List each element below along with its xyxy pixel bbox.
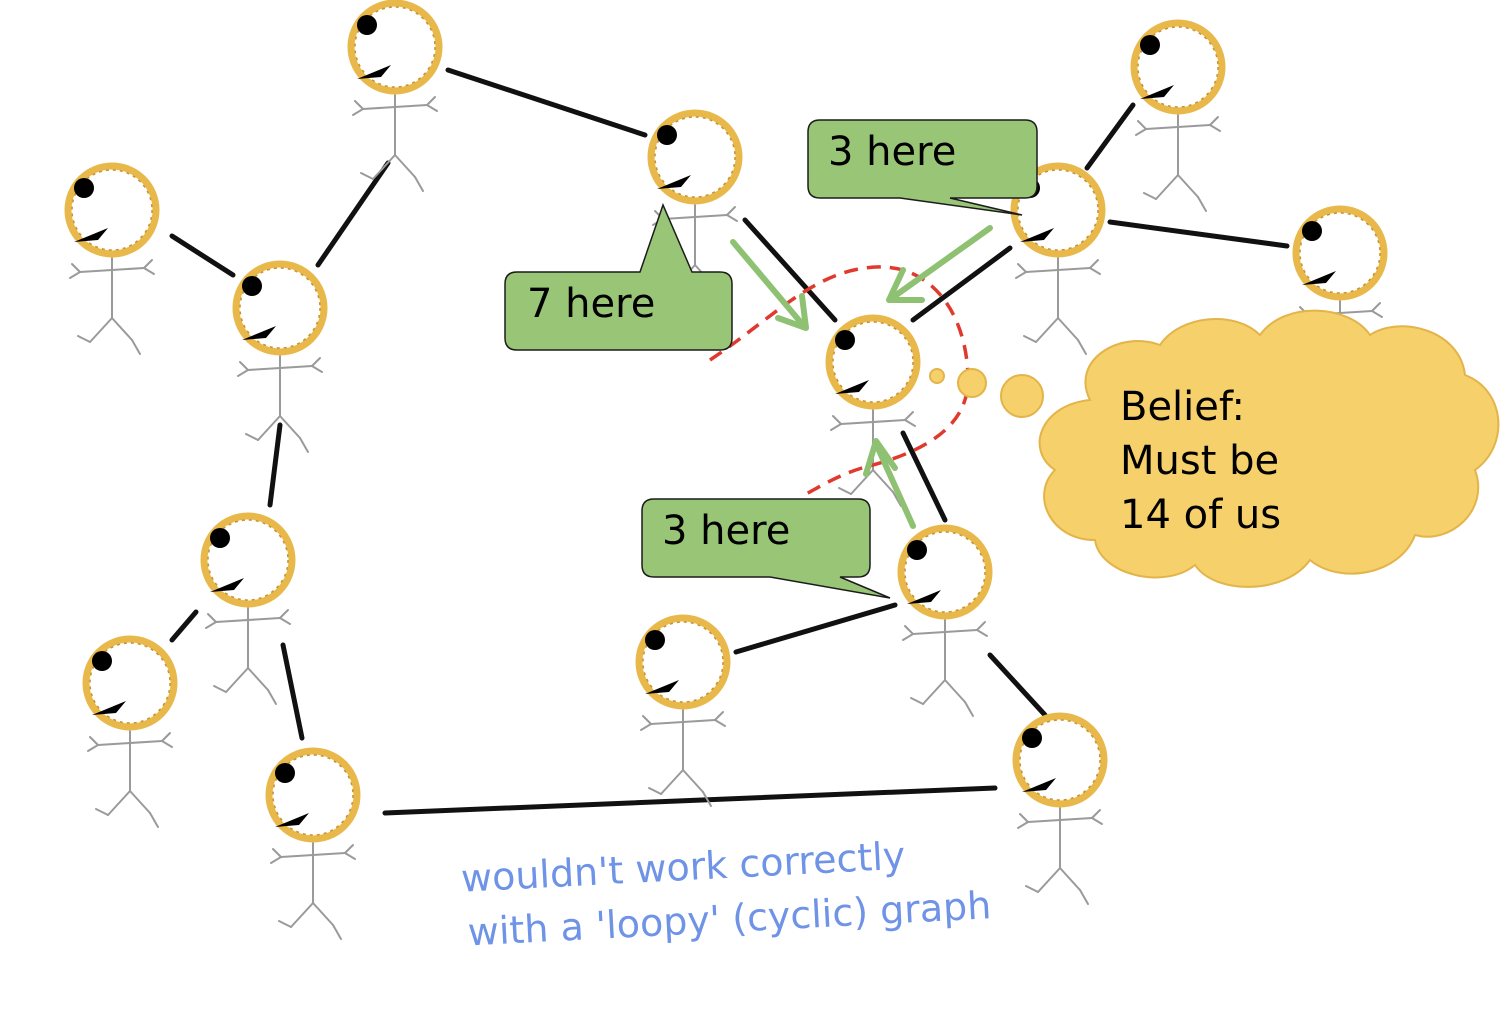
caption: wouldn't work correctly with a 'loopy' (… xyxy=(460,834,992,955)
stick-figure-person-icon xyxy=(639,618,727,806)
belief-line-1: Belief: xyxy=(1120,384,1245,430)
stick-figure-person-icon xyxy=(204,516,292,704)
stick-figure-person-icon xyxy=(901,528,989,716)
thought-dot xyxy=(929,368,945,384)
stick-figure-person-icon xyxy=(829,318,917,506)
stick-figure-person-icon xyxy=(1016,716,1104,904)
graph-edges xyxy=(169,67,1290,816)
edge xyxy=(280,642,305,741)
callout-top-right-label: 3 here xyxy=(828,129,956,175)
callout-top-right: 3 here xyxy=(807,119,1038,216)
belief-line-2: Must be xyxy=(1120,438,1279,484)
edge xyxy=(987,652,1048,718)
thought-cloud xyxy=(1038,309,1500,588)
stick-figure-person-icon xyxy=(1134,23,1222,211)
arrow-from-below xyxy=(863,438,916,529)
edge xyxy=(169,233,236,278)
callout-left-label: 7 here xyxy=(527,281,655,327)
edge xyxy=(445,67,648,138)
thought-dot xyxy=(957,368,987,398)
stick-figure-person-icon xyxy=(351,3,439,191)
thought-bubble: Belief: Must be 14 of us xyxy=(929,309,1500,588)
stick-figure-person-icon xyxy=(68,166,156,354)
edge xyxy=(742,217,838,323)
edge xyxy=(733,602,898,655)
edge xyxy=(910,245,1013,323)
edge xyxy=(382,785,998,816)
belief-line-3: 14 of us xyxy=(1120,492,1281,538)
edge xyxy=(267,422,283,508)
thought-dot xyxy=(1000,374,1044,418)
edge xyxy=(169,609,199,643)
message-arrows xyxy=(730,225,993,529)
edge xyxy=(1084,102,1136,171)
edge xyxy=(900,430,948,523)
callout-bottom-label: 3 here xyxy=(662,508,790,554)
arrow-from-right xyxy=(886,225,993,303)
arrow-from-upper-left xyxy=(730,239,809,331)
stick-figure-person-icon xyxy=(86,639,174,827)
stick-figure-person-icon xyxy=(269,751,357,939)
callout-left: 7 here xyxy=(504,202,733,351)
edge xyxy=(315,160,391,268)
dashed-boundary xyxy=(709,265,970,499)
edge xyxy=(1107,219,1290,249)
callout-bottom: 3 here xyxy=(641,498,891,599)
